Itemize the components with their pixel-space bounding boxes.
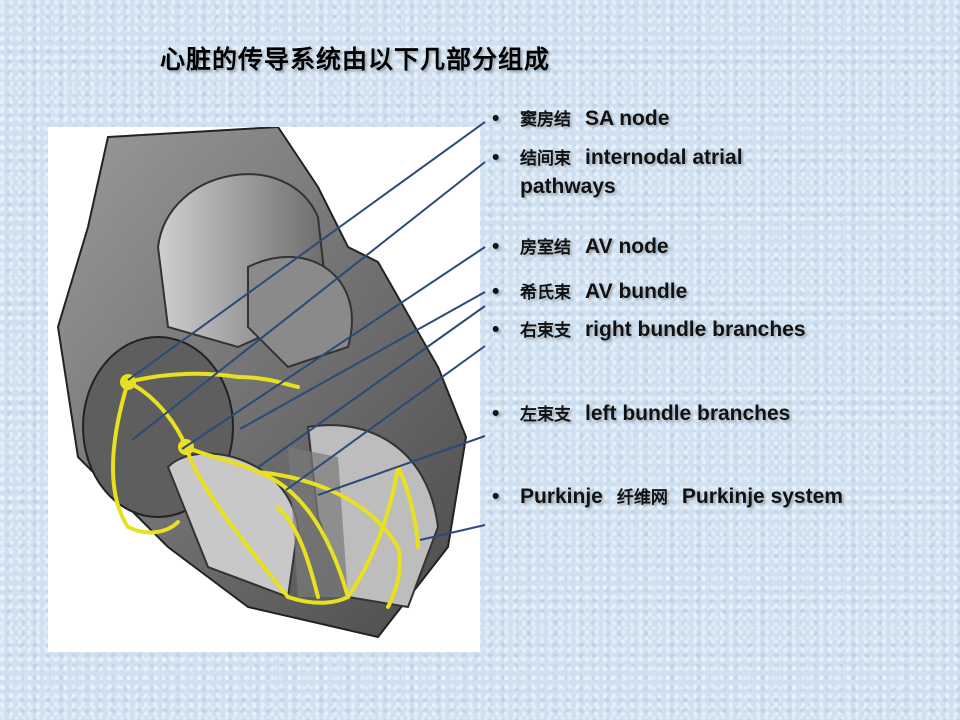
label-en: right bundle branches	[585, 318, 806, 341]
label-zh: 结间束	[520, 149, 571, 169]
label-av-bundle: • 希氏束 AV bundle	[492, 278, 687, 307]
label-purkinje-system: • Purkinje 纤维网 Purkinje system	[492, 483, 843, 512]
bullet: •	[492, 485, 500, 508]
label-en: Purkinje system	[681, 485, 843, 508]
label-en-line2: pathways	[520, 175, 616, 198]
label-zh: 窦房结	[520, 110, 571, 130]
label-right-bundle-branches: • 右束支 right bundle branches	[492, 316, 806, 345]
bullet: •	[492, 318, 500, 341]
label-en: SA node	[585, 107, 670, 130]
sa-node-marker	[120, 374, 136, 390]
label-en: AV node	[585, 235, 669, 258]
label-zh: 纤维网	[616, 488, 668, 508]
bullet: •	[492, 235, 500, 258]
label-zh: 右束支	[520, 321, 571, 341]
label-left-bundle-branches: • 左束支 left bundle branches	[492, 400, 790, 429]
label-en: internodal atrial	[585, 146, 743, 169]
bullet: •	[492, 146, 500, 169]
label-pre: Purkinje	[520, 485, 603, 508]
label-zh: 希氏束	[520, 283, 571, 303]
label-zh: 房室结	[520, 238, 571, 258]
label-sa-node: • 窦房结 SA node	[492, 105, 669, 134]
heart-illustration	[48, 127, 480, 652]
slide-title: 心脏的传导系统由以下几部分组成	[160, 45, 551, 74]
bullet: •	[492, 107, 500, 130]
bullet: •	[492, 280, 500, 303]
label-av-node: • 房室结 AV node	[492, 233, 669, 262]
label-en: left bundle branches	[585, 402, 791, 425]
label-internodal-pathways: • 结间束 internodal atrial pathways	[492, 144, 743, 201]
label-zh: 左束支	[520, 405, 571, 425]
bullet: •	[492, 402, 500, 425]
av-node-marker	[178, 439, 194, 455]
label-en: AV bundle	[585, 280, 688, 303]
